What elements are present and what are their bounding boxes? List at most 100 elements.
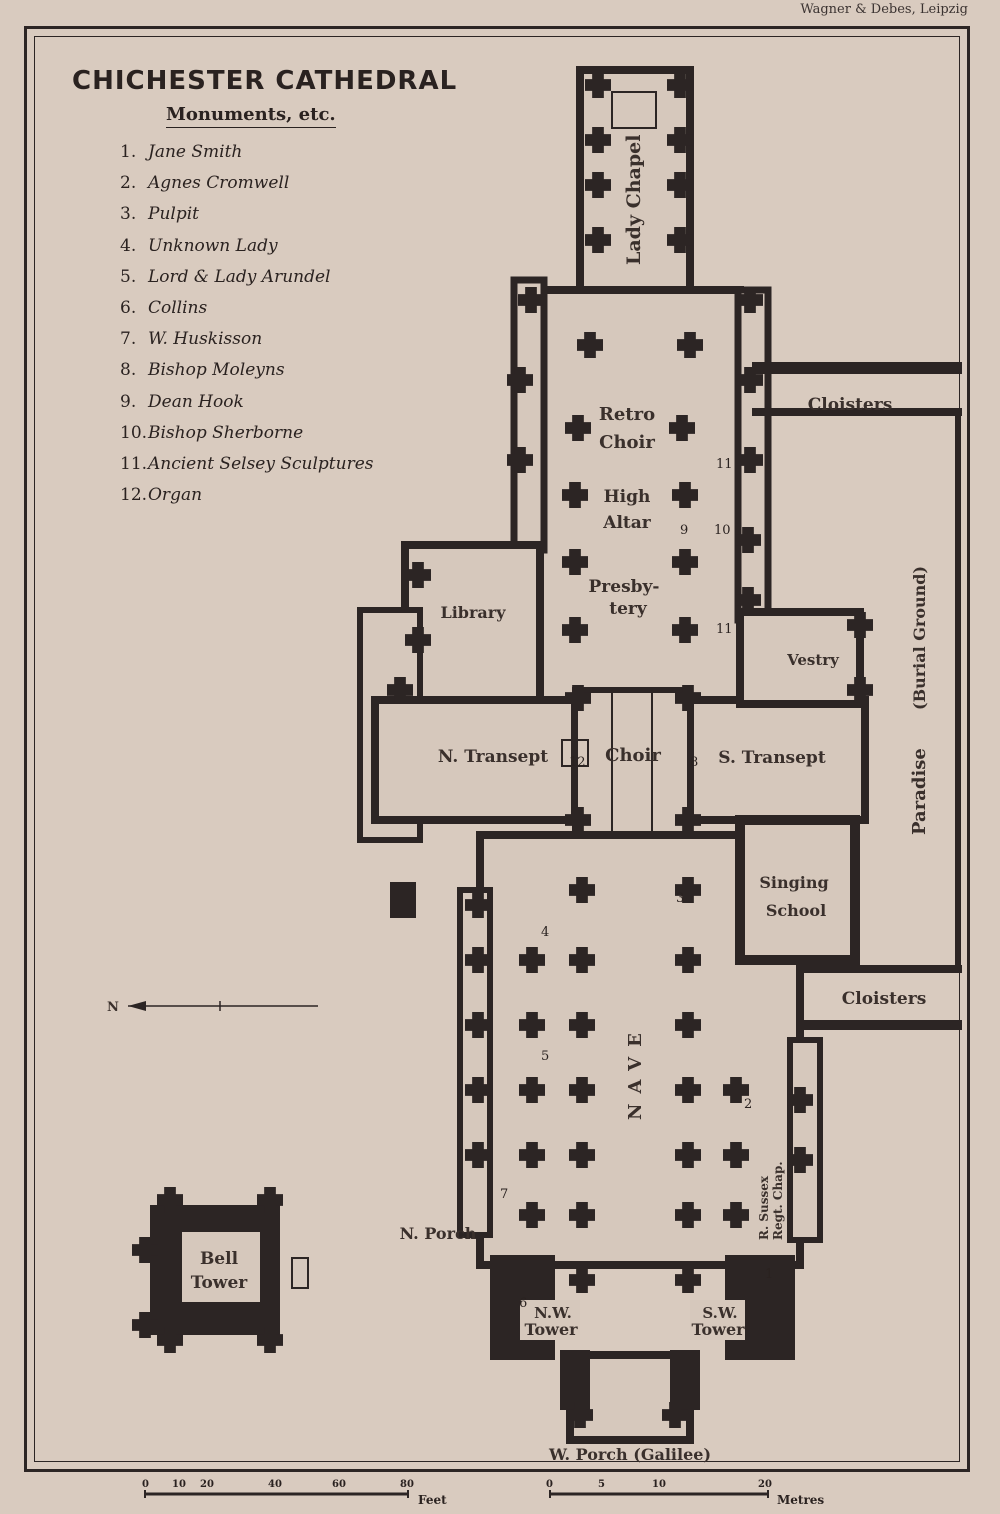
pier-mark bbox=[675, 1202, 701, 1228]
pier-mark bbox=[667, 227, 693, 253]
scale-tick-label: 10 bbox=[172, 1479, 186, 1490]
legend-name: Lord & Lady Arundel bbox=[148, 266, 331, 287]
scale-tick-label: 0 bbox=[142, 1479, 149, 1490]
pier-mark bbox=[387, 677, 413, 703]
pier-mark bbox=[519, 1012, 545, 1038]
legend-item: 7.W. Huskisson bbox=[120, 329, 374, 360]
marker-10: 10 bbox=[714, 523, 731, 538]
room-labels: Lady Chapel Retro Choir High Altar Presb… bbox=[191, 135, 930, 1464]
pier-mark bbox=[569, 1267, 595, 1293]
label-singing-school-1: Singing bbox=[759, 873, 828, 892]
label-presbytery-1: Presby- bbox=[589, 577, 660, 597]
pier-mark bbox=[157, 1327, 183, 1353]
legend-name: Collins bbox=[148, 297, 208, 318]
label-nave: NAVE bbox=[625, 1023, 646, 1120]
label-sw-tower-1: S.W. bbox=[702, 1304, 737, 1322]
pier-mark bbox=[465, 892, 491, 918]
nave-piers bbox=[132, 72, 873, 1428]
scale-tick-label: 10 bbox=[652, 1479, 666, 1490]
label-sussex-chapel-2: Regt. Chap. bbox=[771, 1161, 785, 1240]
legend-name: Dean Hook bbox=[148, 391, 244, 412]
pier-mark bbox=[667, 127, 693, 153]
pier-mark bbox=[569, 877, 595, 903]
pier-mark bbox=[405, 627, 431, 653]
pier-mark bbox=[672, 482, 698, 508]
marker-2: 2 bbox=[744, 1097, 752, 1112]
pier-mark bbox=[737, 287, 763, 313]
legend-item: 3.Pulpit bbox=[120, 204, 374, 235]
label-high-altar-1: High bbox=[604, 487, 651, 507]
label-lady-chapel: Lady Chapel bbox=[623, 135, 645, 265]
pier-mark bbox=[465, 1077, 491, 1103]
scale-tick-label: 80 bbox=[400, 1479, 414, 1490]
pier-mark bbox=[565, 415, 591, 441]
pier-mark bbox=[405, 562, 431, 588]
pier-mark bbox=[562, 549, 588, 575]
legend-name: Unknown Lady bbox=[148, 235, 278, 256]
scale-tick-label: 20 bbox=[758, 1479, 772, 1490]
pier-mark bbox=[465, 1142, 491, 1168]
pier-mark bbox=[132, 1237, 158, 1263]
marker-6: 6 bbox=[519, 1296, 527, 1311]
pier-mark bbox=[562, 482, 588, 508]
legend-item: 6.Collins bbox=[120, 298, 374, 329]
label-high-altar-2: Altar bbox=[602, 513, 652, 533]
pier-mark bbox=[465, 947, 491, 973]
pier-mark bbox=[585, 227, 611, 253]
legend-name: Ancient Selsey Sculptures bbox=[148, 453, 374, 474]
scale-tick-label: 5 bbox=[598, 1479, 605, 1490]
pier-mark bbox=[675, 1142, 701, 1168]
pier-mark bbox=[569, 1202, 595, 1228]
legend-number: 9. bbox=[120, 391, 137, 412]
marker-9: 9 bbox=[680, 523, 688, 538]
legend-name: Bishop Sherborne bbox=[148, 422, 304, 443]
label-library: Library bbox=[440, 603, 506, 622]
legend-number: 3. bbox=[120, 204, 137, 225]
legend-item: 2.Agnes Cromwell bbox=[120, 173, 374, 204]
legend-name: Agnes Cromwell bbox=[148, 173, 290, 194]
legend-number: 4. bbox=[120, 235, 137, 256]
pier-mark bbox=[667, 172, 693, 198]
label-singing-school-2: School bbox=[766, 901, 826, 920]
pier-mark bbox=[847, 677, 873, 703]
pier-mark bbox=[585, 72, 611, 98]
pier-mark bbox=[737, 367, 763, 393]
pier-mark bbox=[675, 947, 701, 973]
pier-mark bbox=[132, 1312, 158, 1338]
legend-number: 7. bbox=[120, 329, 137, 350]
marker-4: 4 bbox=[541, 925, 549, 940]
marker-11b: 11 bbox=[716, 622, 733, 637]
pier-mark bbox=[507, 447, 533, 473]
map-title: CHICHESTER CATHEDRAL bbox=[72, 66, 458, 96]
label-paradise: Paradise bbox=[909, 748, 930, 835]
label-south-transept: S. Transept bbox=[718, 748, 826, 768]
label-nw-tower-2: Tower bbox=[524, 1320, 578, 1339]
pier-mark bbox=[675, 1267, 701, 1293]
legend-number: 1. bbox=[120, 142, 137, 162]
pier-mark bbox=[585, 127, 611, 153]
pier-mark bbox=[669, 415, 695, 441]
legend-item: 8.Bishop Moleyns bbox=[120, 360, 374, 391]
pier-mark bbox=[677, 332, 703, 358]
legend-item: 5.Lord & Lady Arundel bbox=[120, 267, 374, 298]
pier-mark bbox=[847, 612, 873, 638]
pier-mark bbox=[157, 1187, 183, 1213]
pier-mark bbox=[675, 1012, 701, 1038]
pier-mark bbox=[672, 549, 698, 575]
pier-mark bbox=[585, 172, 611, 198]
marker-5: 5 bbox=[541, 1049, 549, 1064]
legend-item: 1.Jane Smith bbox=[120, 142, 374, 173]
pier-mark bbox=[565, 807, 591, 833]
organ-box bbox=[561, 739, 589, 767]
scale-bar-feet bbox=[144, 1490, 409, 1498]
pier-mark bbox=[723, 1142, 749, 1168]
label-bell-tower-1: Bell bbox=[200, 1249, 239, 1269]
legend-number: 8. bbox=[120, 360, 137, 381]
marker-8: 8 bbox=[690, 755, 698, 770]
pier-mark bbox=[519, 947, 545, 973]
pier-mark bbox=[507, 367, 533, 393]
pier-mark bbox=[569, 1012, 595, 1038]
legend-item: 10.Bishop Sherborne bbox=[120, 423, 374, 454]
north-arrow: N bbox=[107, 1000, 318, 1015]
